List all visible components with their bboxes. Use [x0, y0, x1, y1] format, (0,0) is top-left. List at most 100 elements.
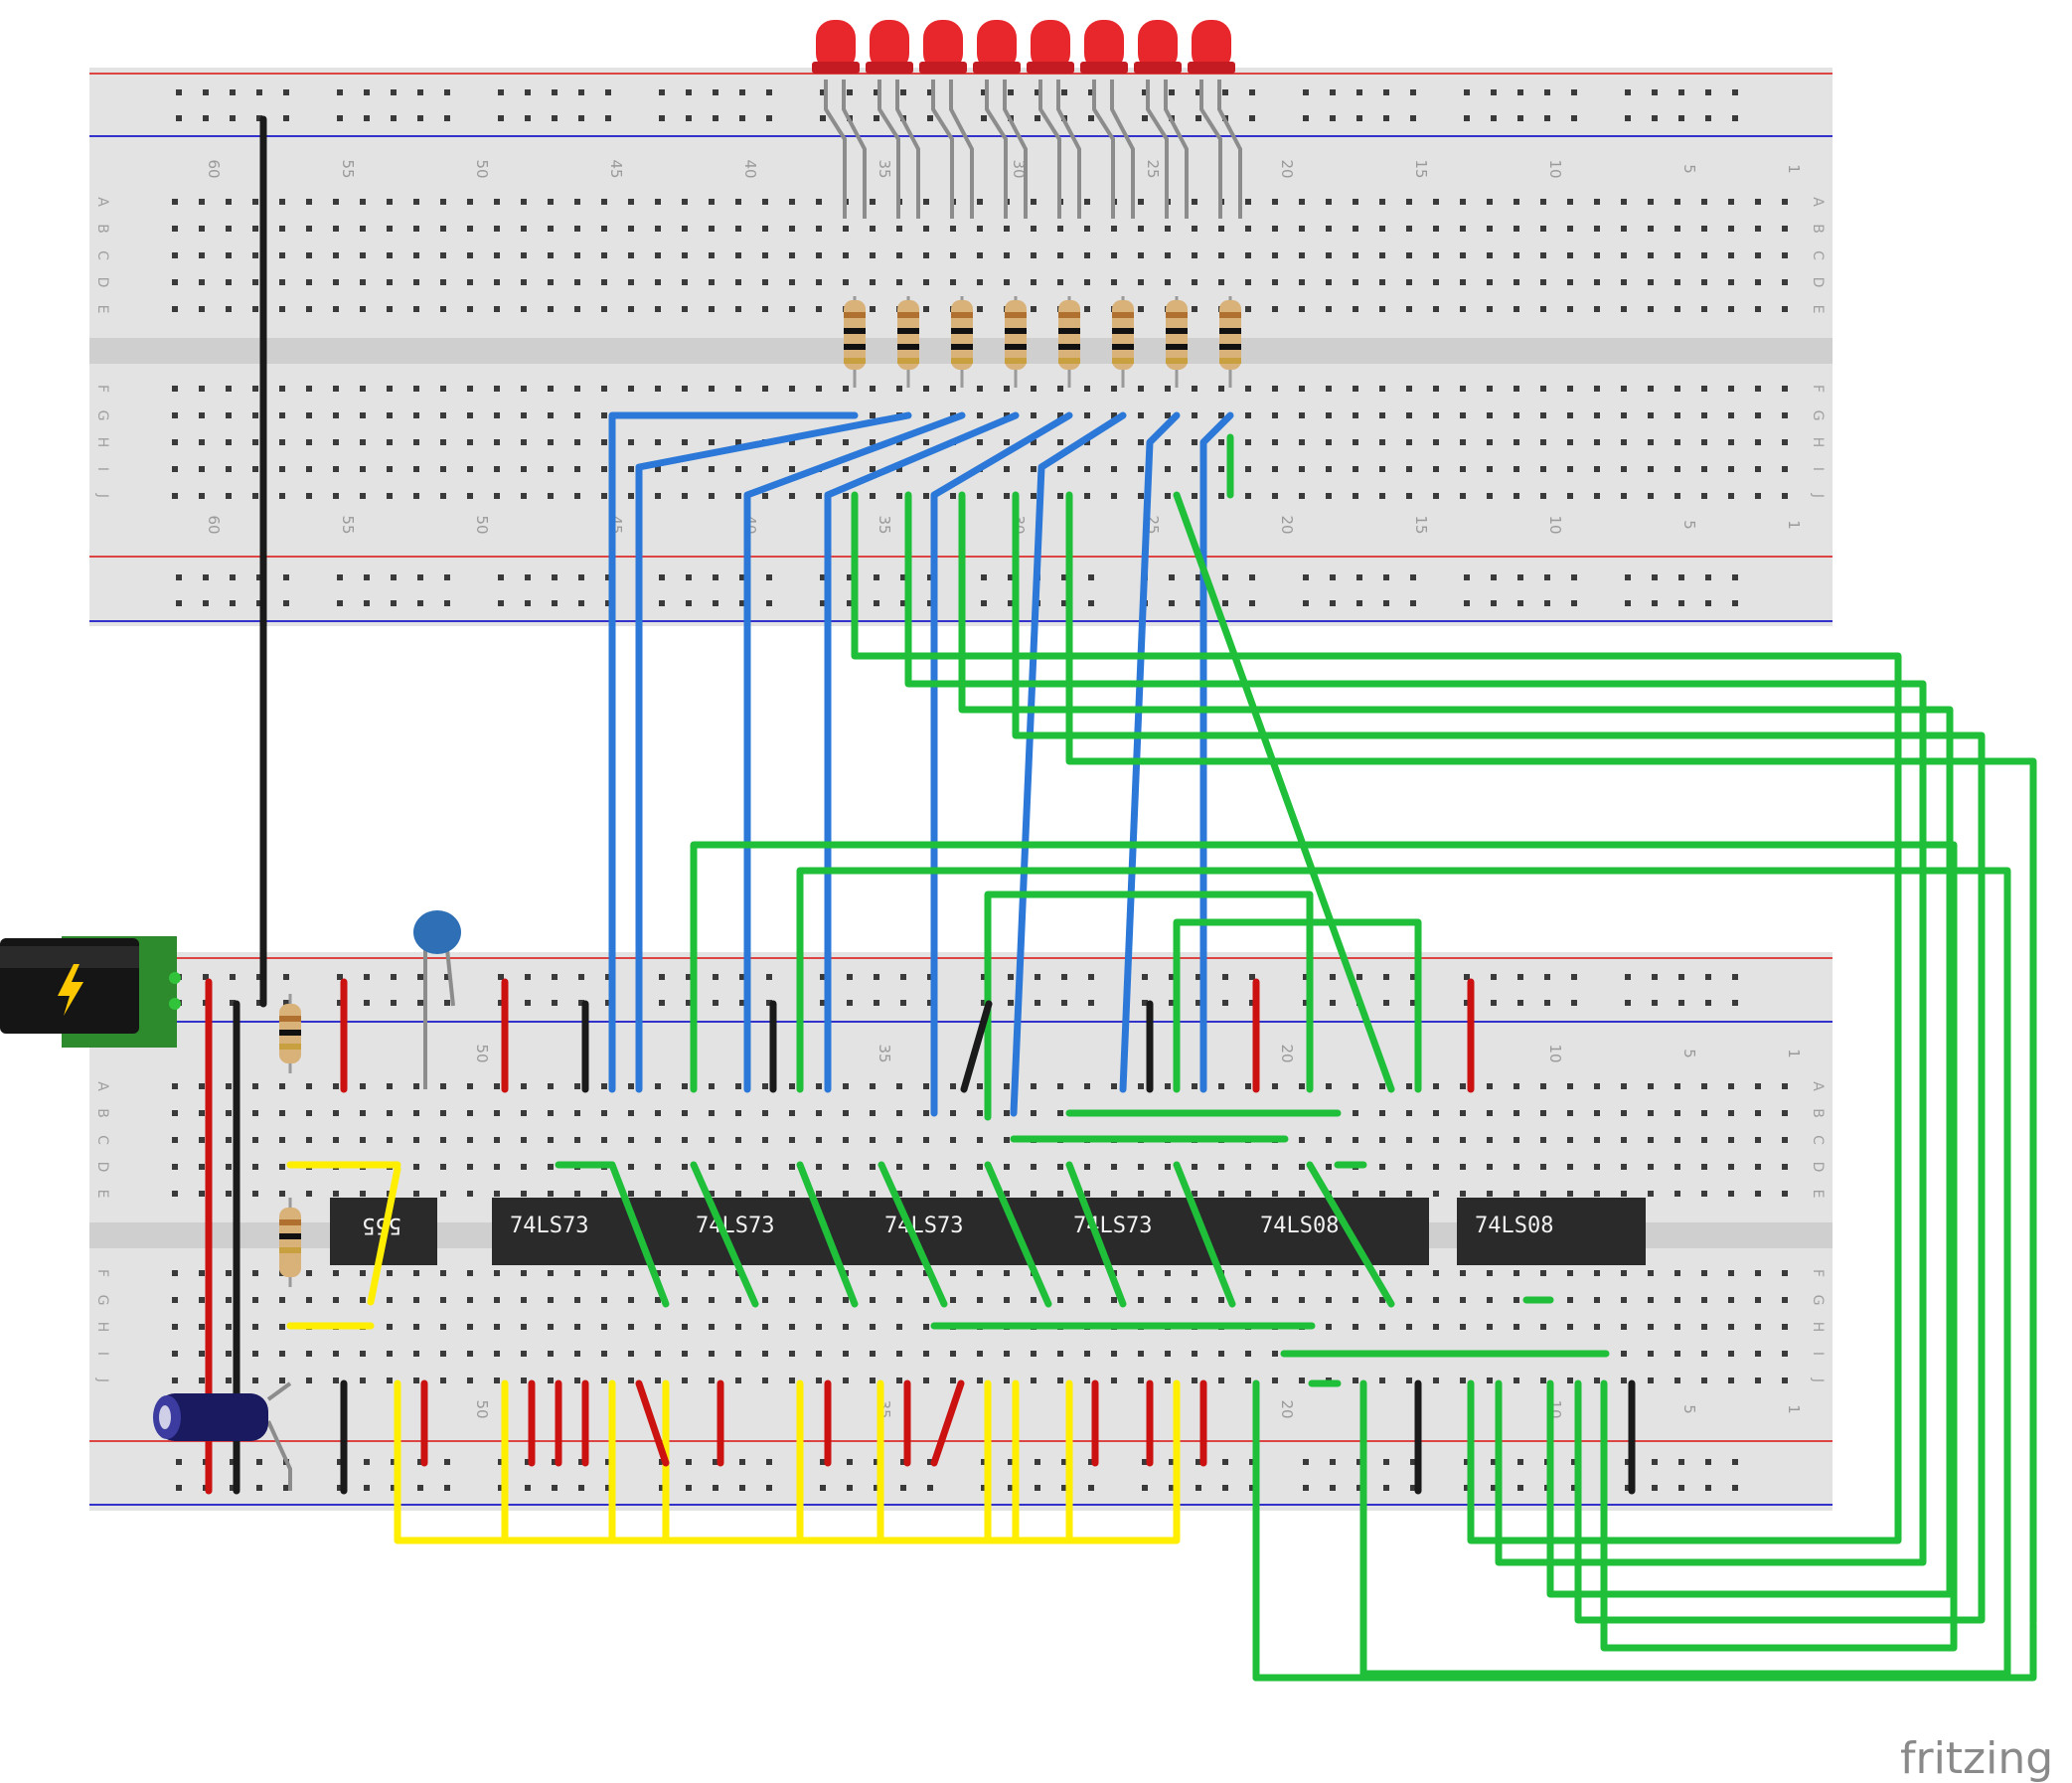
- hole: [413, 1110, 419, 1116]
- column-number: 10: [1546, 1044, 1564, 1062]
- hole: [1379, 1083, 1385, 1089]
- hole: [1621, 493, 1627, 499]
- hole: [843, 1083, 849, 1089]
- hole: [927, 89, 933, 95]
- hole: [789, 466, 795, 472]
- hole: [1491, 974, 1497, 980]
- hole: [1674, 279, 1680, 285]
- hole: [1061, 89, 1067, 95]
- hole: [548, 306, 554, 312]
- hole: [256, 600, 262, 606]
- green-wire: [1252, 1620, 2037, 1682]
- hole: [172, 1351, 178, 1357]
- hole: [1487, 1191, 1493, 1197]
- hole: [256, 1000, 262, 1006]
- hole: [1728, 1137, 1734, 1143]
- hole: [548, 226, 554, 232]
- power-jack: [0, 936, 181, 1048]
- hole: [1514, 1110, 1519, 1116]
- hole: [1326, 226, 1332, 232]
- hole: [977, 1270, 983, 1276]
- hole: [1111, 493, 1117, 499]
- hole: [1782, 306, 1788, 312]
- hole: [230, 600, 236, 606]
- hole: [1514, 1137, 1519, 1143]
- hole: [1678, 89, 1684, 95]
- hole: [1625, 600, 1631, 606]
- hole: [789, 1351, 795, 1357]
- hole: [1755, 466, 1761, 472]
- hole: [279, 226, 285, 232]
- hole: [1410, 974, 1416, 980]
- row-letter: D: [1810, 277, 1826, 288]
- row-letter: C: [1810, 1135, 1826, 1145]
- blue-wire: [930, 411, 1073, 1117]
- hole: [1142, 1459, 1148, 1465]
- hole: [172, 1378, 178, 1383]
- led: [1192, 20, 1231, 72]
- hole: [279, 1297, 285, 1303]
- hole: [816, 439, 822, 445]
- hole: [387, 1351, 393, 1357]
- hole: [1406, 279, 1412, 285]
- hole: [1406, 1083, 1412, 1089]
- fritzing-logo: fritzing: [1900, 1733, 2053, 1783]
- led: [1138, 20, 1178, 72]
- hole: [1433, 1297, 1439, 1303]
- hole: [709, 1378, 715, 1383]
- hole: [1299, 466, 1305, 472]
- hole: [1218, 386, 1224, 392]
- hole: [655, 1110, 661, 1116]
- row-letter: G: [94, 1295, 110, 1306]
- column-number: 45: [607, 159, 625, 178]
- hole: [333, 226, 339, 232]
- column-number: 20: [1278, 159, 1296, 178]
- hole: [1433, 1110, 1439, 1116]
- hole: [552, 574, 558, 580]
- hole: [552, 1485, 558, 1491]
- hole: [1678, 1000, 1684, 1006]
- hole: [1621, 279, 1627, 285]
- hole: [333, 386, 339, 392]
- hole: [1218, 1191, 1224, 1197]
- hole: [1088, 1459, 1094, 1465]
- hole: [1192, 1164, 1197, 1170]
- hole: [1326, 439, 1332, 445]
- hole: [1031, 1191, 1036, 1197]
- hole: [686, 974, 692, 980]
- hole: [172, 199, 178, 205]
- hole: [735, 386, 741, 392]
- hole: [659, 600, 665, 606]
- hole: [525, 574, 531, 580]
- hole: [713, 89, 718, 95]
- hole: [1299, 1297, 1305, 1303]
- green-wire: [877, 1161, 948, 1308]
- hole: [789, 1137, 795, 1143]
- hole: [1061, 1459, 1067, 1465]
- led-rim: [812, 62, 860, 74]
- hole: [1410, 600, 1416, 606]
- resistor: [844, 300, 866, 370]
- hole: [1705, 115, 1711, 121]
- hole: [1195, 1000, 1201, 1006]
- hole: [226, 386, 232, 392]
- hole: [1406, 226, 1412, 232]
- hole: [1222, 974, 1228, 980]
- hole: [1732, 600, 1738, 606]
- hole: [230, 115, 236, 121]
- resistor: [897, 300, 919, 370]
- green-wire: [1173, 918, 1422, 1093]
- hole: [364, 1000, 370, 1006]
- hole: [226, 199, 232, 205]
- hole: [1084, 306, 1090, 312]
- hole: [230, 574, 236, 580]
- hole: [494, 386, 500, 392]
- hole: [1303, 974, 1309, 980]
- green-wire: [1065, 491, 2037, 1626]
- hole: [1433, 199, 1439, 205]
- hole: [306, 252, 312, 258]
- hole: [444, 1459, 450, 1465]
- hole: [1514, 493, 1519, 499]
- hole: [252, 226, 258, 232]
- hole: [900, 600, 906, 606]
